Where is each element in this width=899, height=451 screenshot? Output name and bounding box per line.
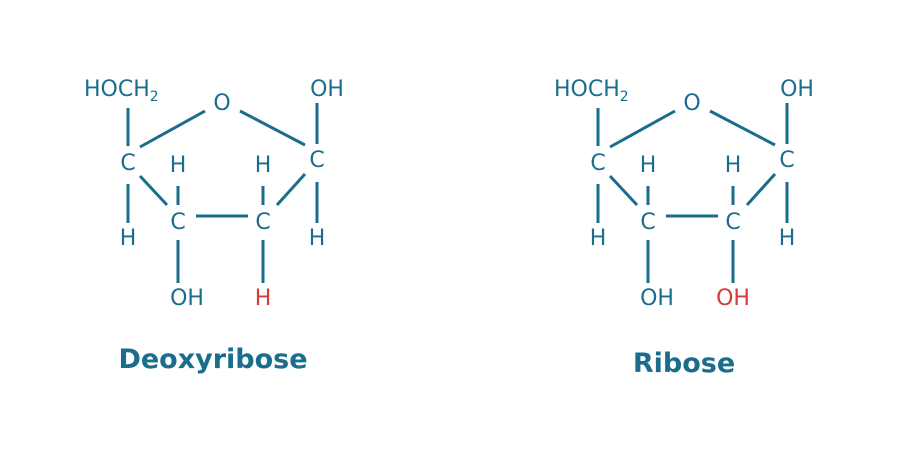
atom-oh-top: OH [780, 77, 814, 102]
atom-hoch2: HOCH2 [84, 77, 159, 105]
atom-h-c4: H [590, 226, 607, 251]
atom-c3: C [170, 210, 185, 235]
bond-line [709, 109, 776, 147]
deoxyribose-title: Deoxyribose [118, 344, 307, 375]
atom-ring-o: O [213, 91, 230, 116]
bond-line [138, 174, 169, 207]
bond-line [608, 174, 639, 207]
atom-h-c3-top: H [170, 153, 187, 178]
bond-line [139, 109, 206, 149]
atom-c2: C [255, 210, 270, 235]
atom-h-c4: H [120, 226, 137, 251]
highlighted-substituent: OH [716, 286, 750, 311]
atom-h-c2-top: H [255, 153, 272, 178]
atom-c1: C [309, 148, 324, 173]
bond-line [745, 172, 777, 207]
bond-line [275, 172, 307, 207]
atom-oh-top: OH [310, 77, 344, 102]
atom-ring-o: O [683, 91, 700, 116]
atom-c4: C [120, 151, 135, 176]
atom-oh-c3: OH [170, 286, 204, 311]
atom-c4: C [590, 151, 605, 176]
atom-oh-c3: OH [640, 286, 674, 311]
bond-line [609, 109, 676, 149]
atom-c3: C [640, 210, 655, 235]
atom-h-c1: H [779, 226, 796, 251]
atom-h-c1: H [309, 226, 326, 251]
highlighted-substituent: H [255, 286, 272, 311]
atom-c2: C [725, 210, 740, 235]
atom-h-c2-top: H [725, 153, 742, 178]
atom-c1: C [779, 148, 794, 173]
atom-h-c3-top: H [640, 153, 657, 178]
ribose-title: Ribose [633, 348, 735, 379]
atom-hoch2: HOCH2 [554, 77, 629, 105]
bond-line [239, 109, 306, 147]
